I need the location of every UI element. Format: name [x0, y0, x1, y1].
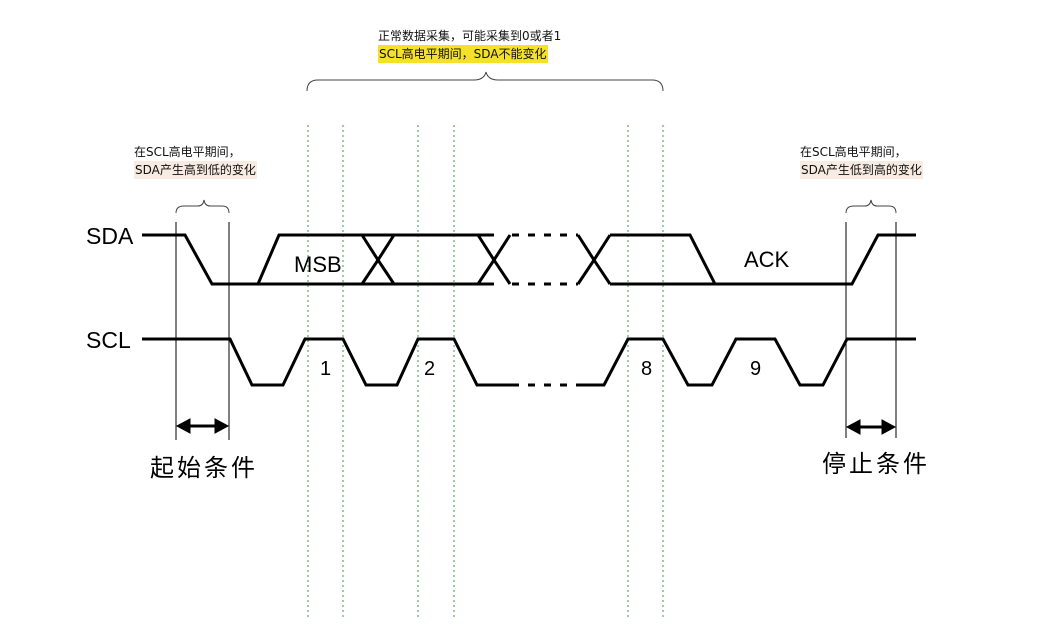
top-brace: [306, 71, 664, 92]
start-condition-label: 起始条件: [150, 454, 258, 482]
sampling-guide-lines: [307, 125, 664, 618]
sda-cross-2b: [476, 234, 512, 285]
top-annotation-line2: SCL高电平期间，SDA不能变化: [378, 45, 548, 63]
clock-pulse-label: 8: [641, 358, 653, 380]
stop-annotation-line2: SDA产生低到高的变化: [800, 161, 923, 179]
stop-arrow-head-left: [845, 419, 861, 435]
start-annotation-line2: SDA产生高到低的变化: [134, 161, 257, 179]
scl-waveform: [142, 337, 916, 387]
ack-label: ACK: [744, 247, 790, 272]
sda-cross-3b: [576, 234, 612, 285]
top-annotation-line1: 正常数据采集，可能采集到0或者1: [378, 29, 562, 43]
start-brace: [175, 199, 230, 214]
sda-last-lower: [610, 233, 916, 286]
sda-ellipsis: [512, 233, 578, 286]
start-annotation: 在SCL高电平期间， SDA产生高到低的变化: [134, 143, 257, 179]
start-arrow-head-right: [214, 418, 230, 434]
sda-waveform: [142, 233, 916, 286]
start-duration-arrow: [175, 418, 230, 434]
start-annotation-line1: 在SCL高电平期间，: [134, 145, 241, 159]
scl-tail: [578, 337, 916, 387]
clock-pulse-label: 9: [750, 358, 762, 380]
condition-markers: [175, 222, 897, 440]
scl-main: [142, 337, 512, 387]
stop-arrow-head-right: [881, 419, 897, 435]
stop-annotation-line1: 在SCL高电平期间，: [800, 145, 907, 159]
scl-label: SCL: [86, 327, 131, 353]
clock-pulse-label: 2: [424, 358, 436, 380]
start-arrow-head-left: [175, 418, 191, 434]
sda-cross-1b: [360, 234, 396, 285]
msb-label: MSB: [294, 252, 342, 277]
sda-msb-upper: [256, 233, 494, 285]
stop-annotation: 在SCL高电平期间， SDA产生低到高的变化: [800, 143, 923, 179]
stop-condition-label: 停止条件: [822, 450, 930, 478]
sda-last-upper: [610, 233, 717, 285]
clock-pulse-label: 1: [320, 358, 332, 380]
stop-duration-arrow: [845, 419, 897, 435]
braces: [175, 71, 897, 214]
stop-brace: [845, 199, 897, 214]
top-annotation: 正常数据采集，可能采集到0或者1 SCL高电平期间，SDA不能变化: [378, 27, 561, 63]
sda-label: SDA: [86, 223, 134, 249]
sda-start-fall: [142, 233, 258, 286]
